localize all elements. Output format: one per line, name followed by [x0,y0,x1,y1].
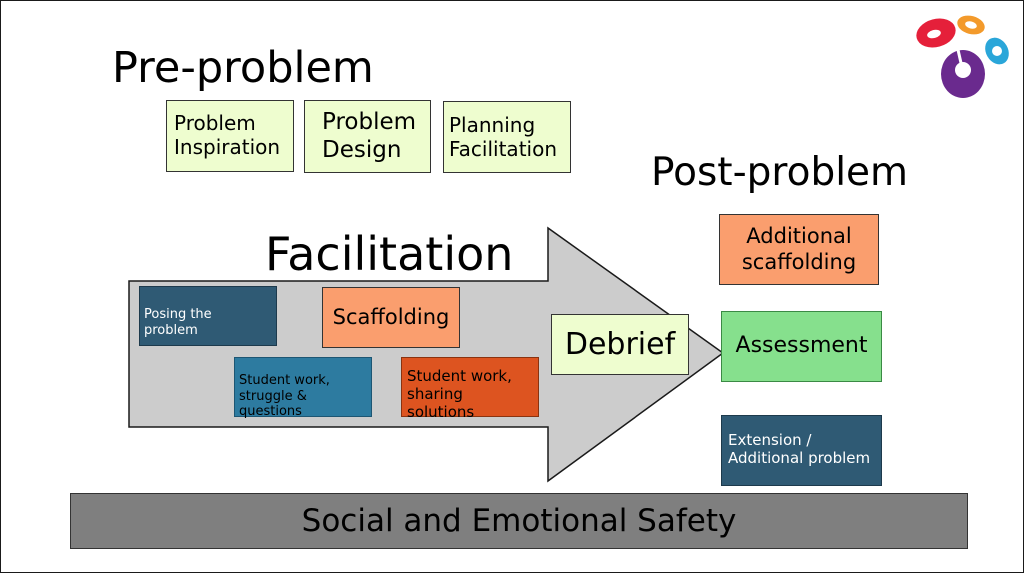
problem-design-line1: Problem [322,109,417,135]
struggle-line2: struggle & questions [239,388,307,420]
posing-the-problem-box: Posing the problem [139,286,277,346]
sharing-line1: Student work, [407,367,512,385]
assessment-label: Assessment [735,333,868,359]
posing-the-problem-label: Posing the problem [144,307,212,338]
extension-box: Extension / Additional problem [721,415,882,486]
struggle-line1: Student work, [239,373,330,388]
debrief-box: Debrief [551,314,689,375]
scaffolding-label: Scaffolding [332,304,450,329]
scaffolding-box: Scaffolding [322,287,460,348]
planning-facilitation-line1: Planning [449,113,536,137]
post-problem-heading: Post-problem [651,150,909,195]
pre-problem-heading: Pre-problem [112,43,374,93]
social-emotional-safety-bar: Social and Emotional Safety [70,493,968,549]
facilitation-heading: Facilitation [265,227,514,281]
debrief-label: Debrief [564,326,676,362]
student-work-struggle-box: Student work, struggle & questions [234,357,372,420]
problem-inspiration-line1: Problem [174,111,256,135]
student-work-sharing-box: Student work, sharing solutions [401,357,539,421]
additional-scaffolding-box: Additional scaffolding [719,214,879,285]
sharing-line2: sharing solutions [407,385,475,421]
extension-line1: Extension / [728,431,812,449]
extension-line2: Additional problem [728,449,871,467]
additional-scaffolding-line2: scaffolding [741,249,857,274]
problem-design-line2: Design [322,136,402,163]
planning-facilitation-line2: Facilitation [449,137,557,161]
problem-inspiration-box: Problem Inspiration [166,100,294,172]
problem-design-box: Problem Design [304,100,431,173]
problem-inspiration-line2: Inspiration [174,135,281,159]
planning-facilitation-box: Planning Facilitation [443,101,571,173]
social-emotional-safety-label: Social and Emotional Safety [301,503,737,539]
assessment-box: Assessment [721,311,882,382]
additional-scaffolding-line1: Additional [746,224,852,249]
